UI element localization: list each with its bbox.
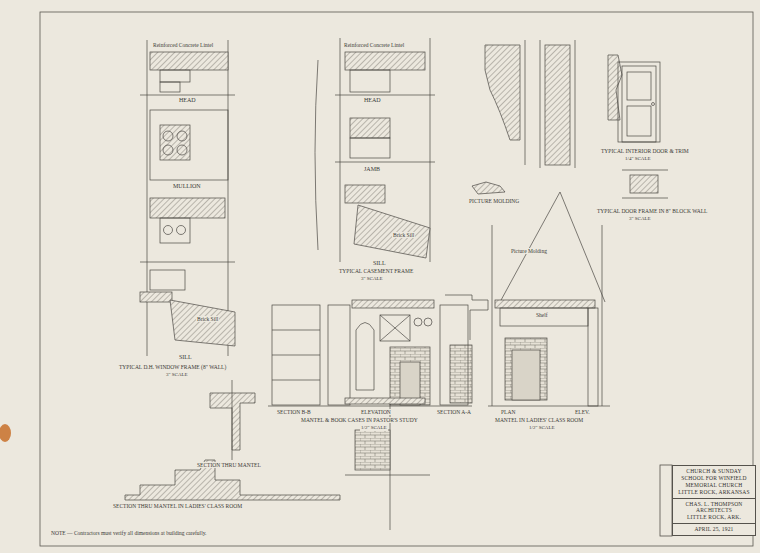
drawing-label: TYPICAL D.H. WINDOW FRAME (8" WALL) (118, 364, 227, 370)
drawing-label: TYPICAL DOOR FRAME IN 8" BLOCK WALL (596, 208, 708, 214)
title-text: LITTLE ROCK, ARK. (676, 514, 752, 521)
title-text: CHURCH & SUNDAY SCHOOL FOR WINFIELD MEMO… (676, 468, 752, 489)
molding-profiles (472, 40, 622, 194)
drawing-label: HEAD (363, 97, 382, 104)
drawing-label: SECTION A-A (436, 409, 472, 415)
title-text: ARCHITECTS (676, 507, 752, 514)
drawing-label: PICTURE MOLDING (468, 198, 520, 204)
drawing-label: TYPICAL INTERIOR DOOR & TRIM (600, 148, 690, 154)
title-block-cell: APRIL 25, 1921 (672, 523, 756, 536)
drawing-label: ELEV. (574, 409, 591, 415)
drawing-label: MANTEL IN LADIES' CLASS ROOM (494, 417, 584, 423)
drawing-label: 3" SCALE (360, 276, 384, 282)
drawing-label: SILL (178, 354, 193, 361)
title-block (660, 465, 672, 536)
drawing-label: Reinforced Concrete Lintel (343, 42, 405, 48)
door-elevation (618, 62, 668, 198)
drawing-label: JAMB (363, 166, 381, 173)
drawing-label: Shelf (535, 312, 549, 318)
drawing-label: TYPICAL CASEMENT FRAME (338, 268, 414, 274)
sheet-frame (0, 12, 753, 546)
drawing-label: Picture Molding (510, 248, 548, 254)
drawing-label: 1/2" SCALE (360, 425, 388, 431)
drawing-label: 3" SCALE (165, 372, 189, 378)
drawing-label: NOTE — Contractors must verify all dimen… (50, 530, 207, 536)
drawing-label: 1/4" SCALE (624, 156, 652, 162)
title-text: LITTLE ROCK, ARKANSAS (676, 489, 752, 496)
drawing-label: 1/2" SCALE (528, 425, 556, 431)
drawing-label: HEAD (178, 97, 197, 104)
title-block-cell: CHAS. L. THOMPSONARCHITECTSLITTLE ROCK, … (672, 498, 756, 525)
ladies-class-room-mantel (445, 192, 610, 406)
drawing-label: SECTION B-B (276, 409, 312, 415)
drawing-label: SILL (372, 260, 387, 267)
drawing-label: SECTION THRU MANTEL IN LADIES' CLASS ROO… (112, 503, 243, 509)
pastors-study-mantel (268, 300, 472, 406)
drawing-label: ELEVATION (360, 409, 392, 415)
title-text: APRIL 25, 1921 (676, 526, 752, 533)
drawing-label: Brick Sill (392, 232, 415, 238)
title-text: CHAS. L. THOMPSON (676, 501, 752, 508)
drawing-label: Reinforced Concrete Lintel (152, 42, 214, 48)
drawing-label: PLAN (500, 409, 516, 415)
drawing-label: SECTION THRU MANTEL (196, 462, 262, 468)
drawing-label: Brick Sill (196, 316, 219, 322)
casement-frame-sections (315, 38, 435, 262)
drawing-label: MULLION (172, 183, 202, 190)
title-block-cell: CHURCH & SUNDAY SCHOOL FOR WINFIELD MEMO… (672, 465, 756, 499)
drawing-label: MANTEL & BOOK CASES IN PASTOR'S STUDY (300, 417, 419, 423)
drawing-label: 3" SCALE (628, 216, 652, 222)
window-frame-sections (140, 40, 235, 356)
